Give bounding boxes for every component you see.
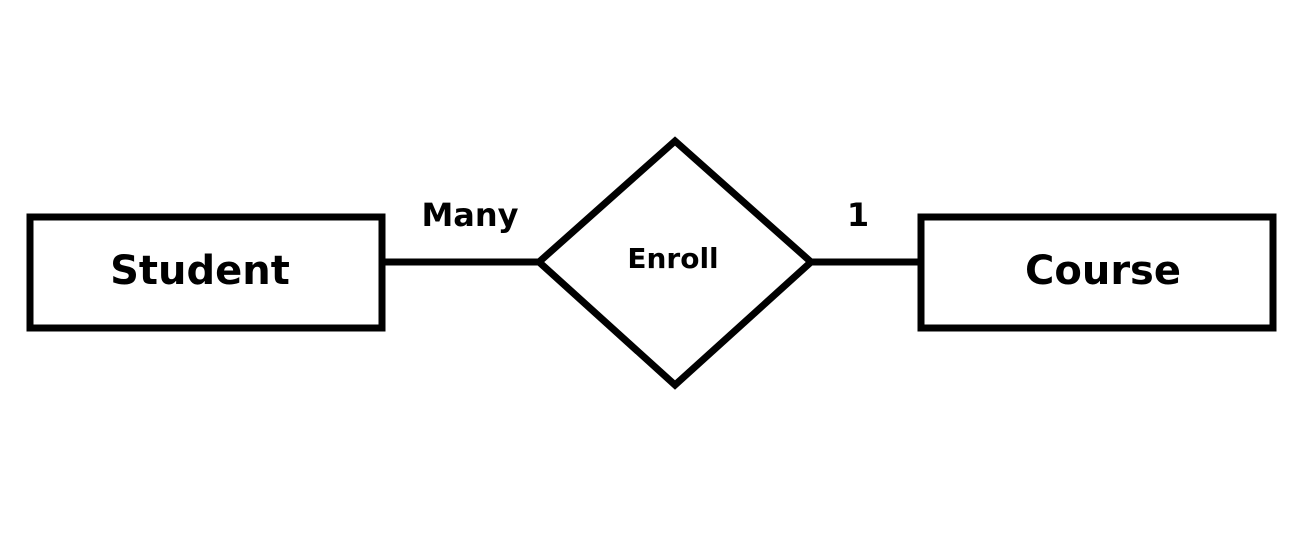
- entity-course-label: Course: [1025, 248, 1181, 294]
- entity-student-box: [26, 213, 386, 332]
- relationship-enroll-label: Enroll: [627, 242, 718, 275]
- cardinality-one-label: 1: [847, 196, 869, 234]
- cardinality-many-label: Many: [421, 196, 518, 234]
- entity-course-box: [917, 213, 1277, 332]
- entity-student-label: Student: [110, 248, 290, 294]
- relationship-enroll-diamond: [533, 136, 817, 390]
